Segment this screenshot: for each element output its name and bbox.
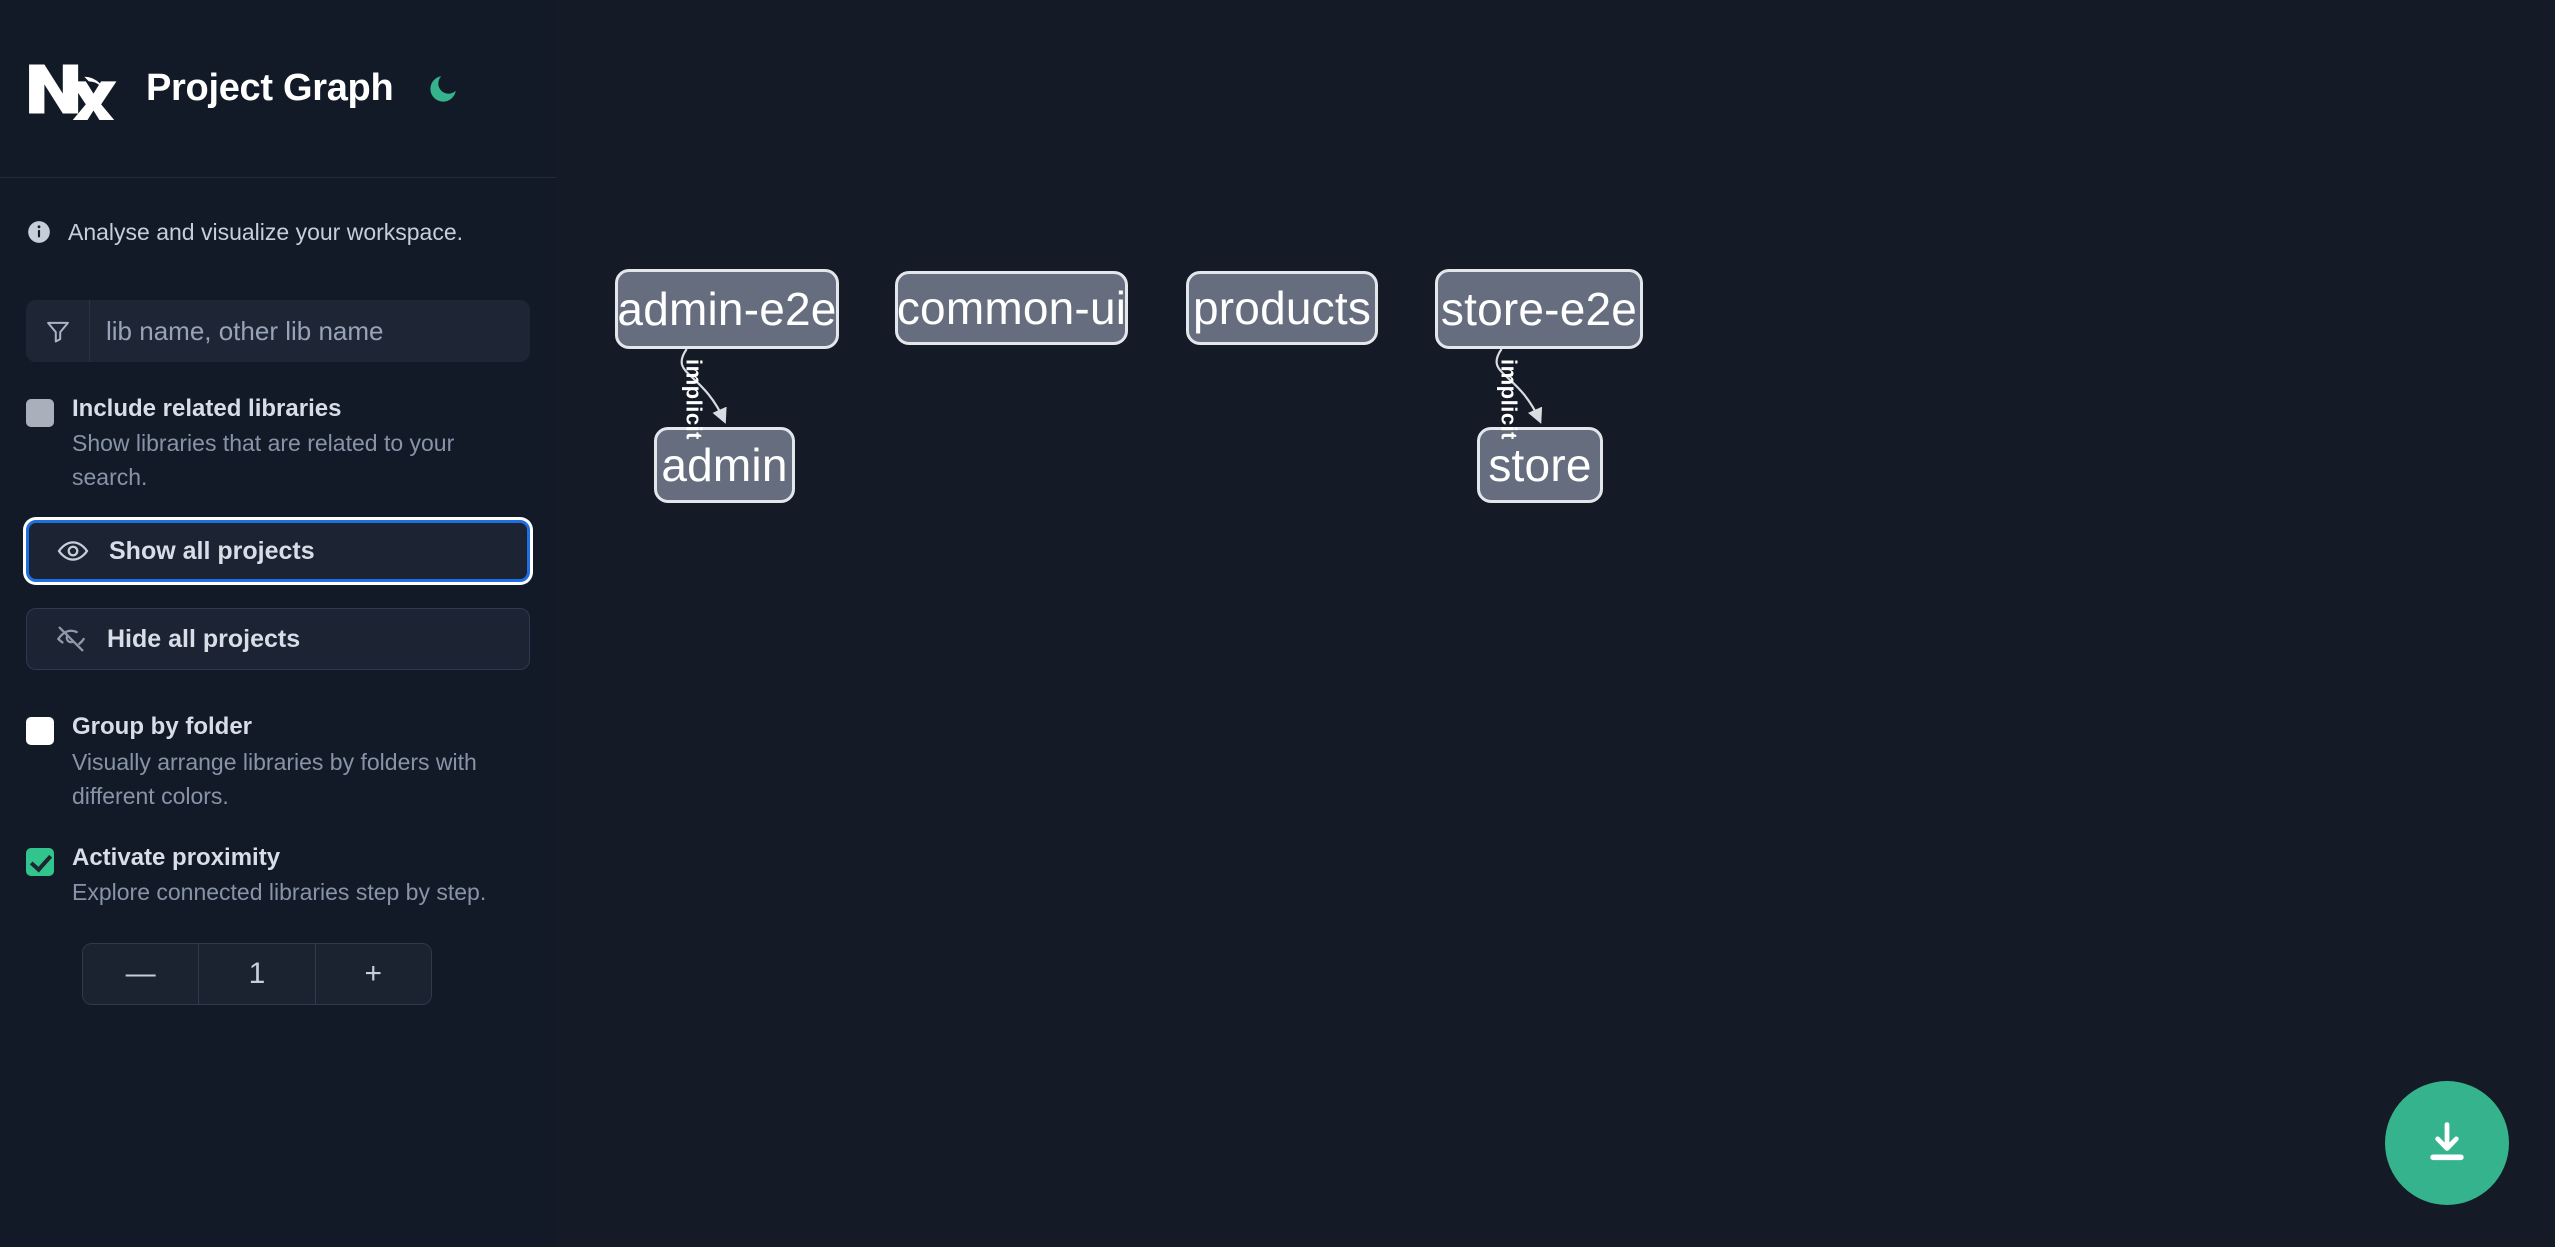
option-activate-proximity[interactable]: Activate proximity Explore connected lib… [26, 843, 530, 909]
hide-all-projects-label: Hide all projects [107, 624, 301, 653]
include-related-libraries-label: Include related libraries [72, 395, 342, 422]
graph-edge-label-admin-e2e-to-admin: implicit [681, 359, 707, 441]
nx-logo-icon [26, 58, 118, 123]
include-related-libraries-description: Show libraries that are related to your … [72, 430, 455, 491]
activate-proximity-checkbox[interactable] [26, 847, 54, 876]
app-title: Project Graph [146, 67, 394, 109]
graph-node-admin[interactable]: admin [654, 427, 795, 503]
graph-node-products[interactable]: products [1186, 271, 1378, 345]
graph-node-admin-e2e[interactable]: admin-e2e [615, 269, 839, 349]
filter-box [26, 300, 530, 362]
info-icon [26, 219, 52, 245]
activate-proximity-description: Explore connected libraries step by step… [72, 878, 487, 905]
group-by-folder-description: Visually arrange libraries by folders wi… [72, 748, 477, 809]
eye-off-icon [55, 623, 87, 655]
workspace-info: Analyse and visualize your workspace. [26, 178, 530, 274]
proximity-increment-button[interactable]: + [314, 943, 431, 1004]
proximity-stepper: — 1 + [82, 942, 432, 1005]
filter-funnel-icon [26, 300, 90, 362]
activate-proximity-label: Activate proximity [72, 843, 281, 871]
include-related-libraries-checkbox[interactable] [26, 399, 54, 427]
sidebar-header: Project Graph [0, 0, 556, 178]
group-by-folder-checkbox[interactable] [26, 717, 54, 746]
eye-icon [57, 535, 89, 567]
proximity-decrement-button[interactable]: — [83, 943, 199, 1004]
show-all-projects-label: Show all projects [109, 536, 315, 565]
graph-node-store[interactable]: store [1477, 427, 1603, 503]
show-all-projects-button[interactable]: Show all projects [26, 520, 530, 583]
graph-node-store-e2e[interactable]: store-e2e [1435, 269, 1643, 349]
hide-all-projects-button[interactable]: Hide all projects [26, 608, 530, 671]
graph-canvas[interactable]: admin-e2e common-ui products store-e2e admin… [556, 0, 2555, 1247]
graph-edge-label-store-e2e-to-store: implicit [1496, 359, 1522, 441]
sidebar: Project Graph Analyse and visualize your… [0, 0, 576, 1247]
graph-edges [680, 348, 1543, 424]
graph-node-common-ui[interactable]: common-ui [895, 271, 1128, 345]
download-image-button[interactable] [2385, 1081, 2509, 1205]
group-by-folder-label: Group by folder [72, 713, 252, 741]
proximity-value: 1 [198, 943, 315, 1004]
workspace-info-text: Analyse and visualize your workspace. [68, 218, 464, 245]
search-input[interactable] [90, 300, 530, 362]
option-include-related-libraries[interactable]: Include related libraries Show libraries… [26, 394, 530, 494]
moon-icon[interactable] [423, 69, 463, 109]
option-group-by-folder[interactable]: Group by folder Visually arrange librari… [26, 712, 530, 812]
sidebar-body: Analyse and visualize your workspace. In… [0, 178, 556, 1005]
